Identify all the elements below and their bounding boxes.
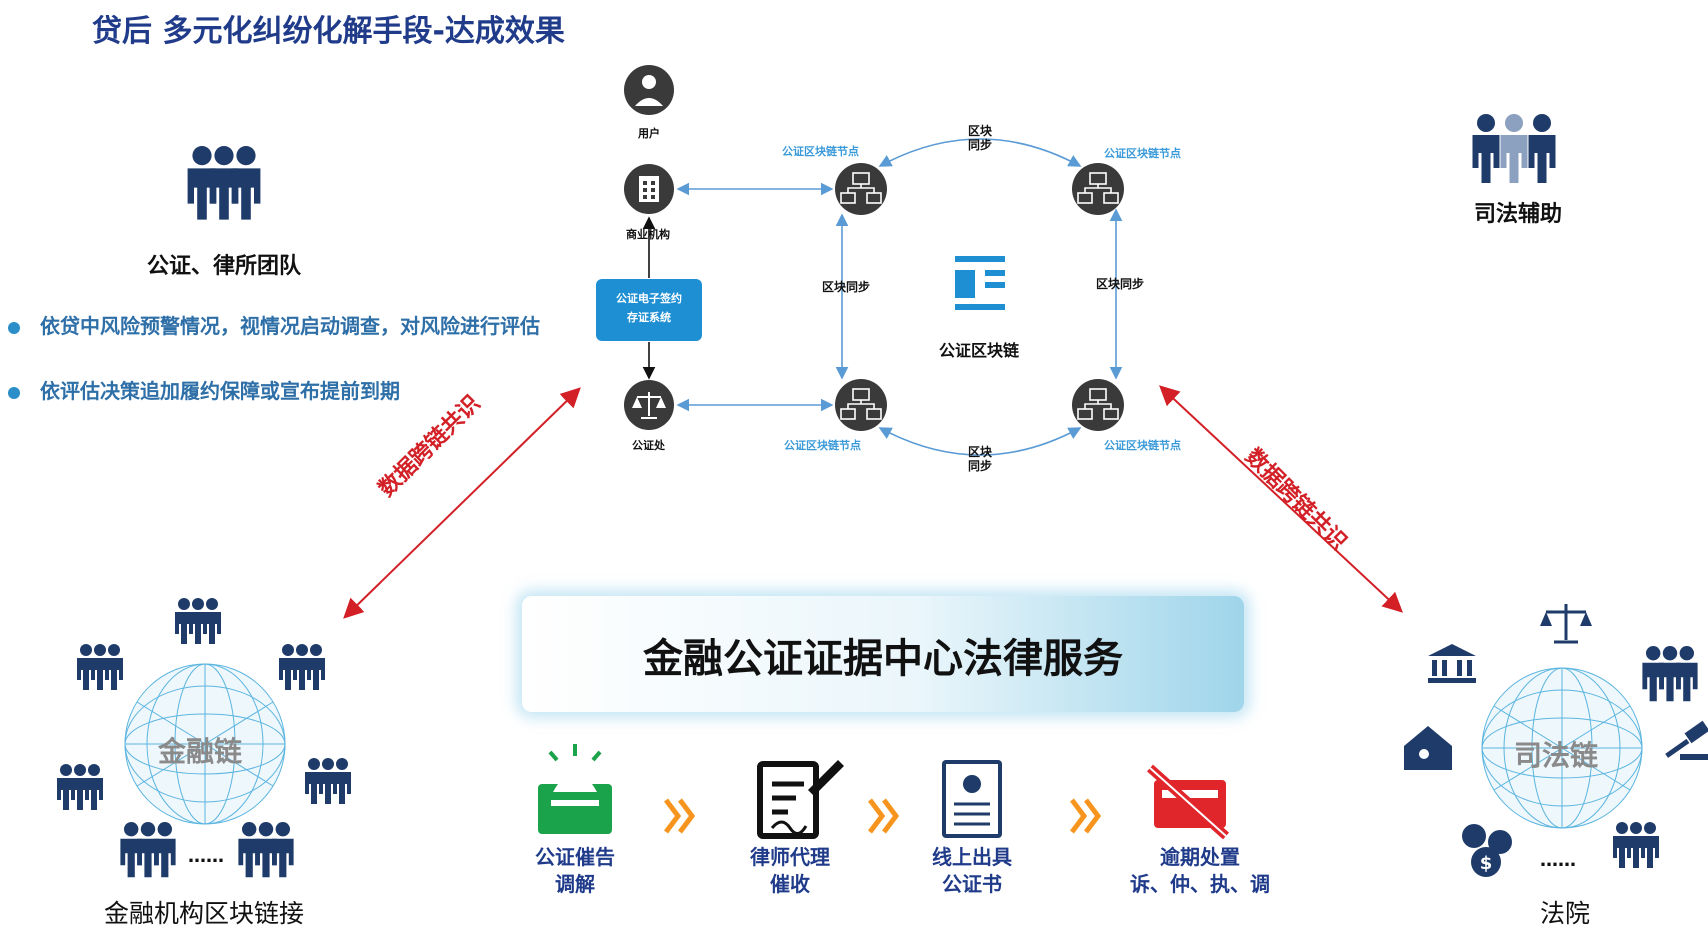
link-top-sync [878,138,1082,167]
step-lawyer-collection: 律师代理催收 [750,845,830,896]
gavel-icon [1665,720,1708,760]
e-sign-evidence-system: 公证电子签约 存证系统 [596,279,702,341]
finance-chain-sphere [124,663,286,825]
scale-icon [1540,604,1592,644]
contract-sign-icon [757,760,844,839]
chevron-right-icon [1070,798,1102,834]
user-label: 用户 [638,127,660,140]
banner-panel [522,596,1244,712]
notary-label: 公证处 [632,439,665,452]
court-building-icon [1428,644,1476,683]
lawyer-team-label: 公证、律所团队 [147,254,302,279]
banner-title: 金融公证证据中心法律服务 [643,636,1123,682]
certificate-icon [942,760,1002,838]
cross-chain-arrow-right [1159,385,1403,613]
node-label: 公证区块链节点 [782,145,859,158]
system-label-line1: 公证电子签约 [616,292,682,305]
svg-text:$: $ [1480,853,1493,874]
step-notary-reminder: 公证催告调解 [535,845,615,896]
judicial-assist-icon [1472,114,1556,183]
sync-label-left: 区块同步 [822,280,871,294]
business-icon [624,164,674,214]
judicial-assist-label: 司法辅助 [1474,202,1563,227]
overdue-disposal-icon [1146,764,1230,840]
court-caption: 法院 [1540,899,1591,928]
blockchain-node-icon [1071,378,1125,432]
chevron-right-icon [868,798,900,834]
sync-label-right: 区块同步 [1096,277,1145,291]
judge-team-icon [1642,646,1697,701]
finance-ellipsis: …… [188,846,224,867]
node-label: 公证区块链节点 [1104,439,1181,452]
cross-chain-arrow-left [343,387,581,619]
bullet-item: 依贷中风险预警情况，视情况启动调查，对风险进行评估 [8,310,540,339]
judicial-chain-sphere [1481,667,1643,829]
alarm-bell-icon [538,744,612,834]
currency-icon: $ [1462,824,1512,877]
bullet-dot-icon [8,321,20,334]
node-label: 公证区块链节点 [1104,147,1181,160]
page-title: 贷后 多元化纠纷化解手段-达成效果 [92,14,565,49]
notary-blockchain-logo [955,256,1005,310]
step-online-certificate: 线上出具公证书 [932,845,1012,896]
finance-chain-caption: 金融机构区块链接 [104,899,305,928]
blockchain-node-icon [834,162,888,216]
house-key-icon [1404,726,1452,770]
chevron-right-icon [664,798,696,834]
blockchain-node-icon [834,378,888,432]
judicial-chain-label: 司法链 [1514,739,1599,772]
system-label-line2: 存证系统 [627,311,671,324]
business-label: 商业机构 [626,228,670,241]
lawyer-team-icon [187,146,261,220]
link-bottom-sync [878,427,1082,456]
step-overdue-disposal: 逾期处置诉、仲、执、调 [1130,845,1270,896]
bullet-item: 依评估决策追加履约保障或宣布提前到期 [8,375,400,404]
sync-label-bottom: 区块同步 [968,445,993,473]
center-blockchain-label: 公证区块链 [939,341,1020,360]
lawyer-icon [1613,822,1659,868]
user-icon [624,65,674,115]
bullet-dot-icon [8,386,20,399]
judicial-ellipsis: …… [1540,850,1576,871]
node-label: 公证区块链节点 [784,439,861,452]
blockchain-node-icon [1071,162,1125,216]
finance-chain-label: 金融链 [158,735,243,768]
notary-scale-icon [624,380,674,430]
sync-label-top: 区块同步 [968,124,993,152]
